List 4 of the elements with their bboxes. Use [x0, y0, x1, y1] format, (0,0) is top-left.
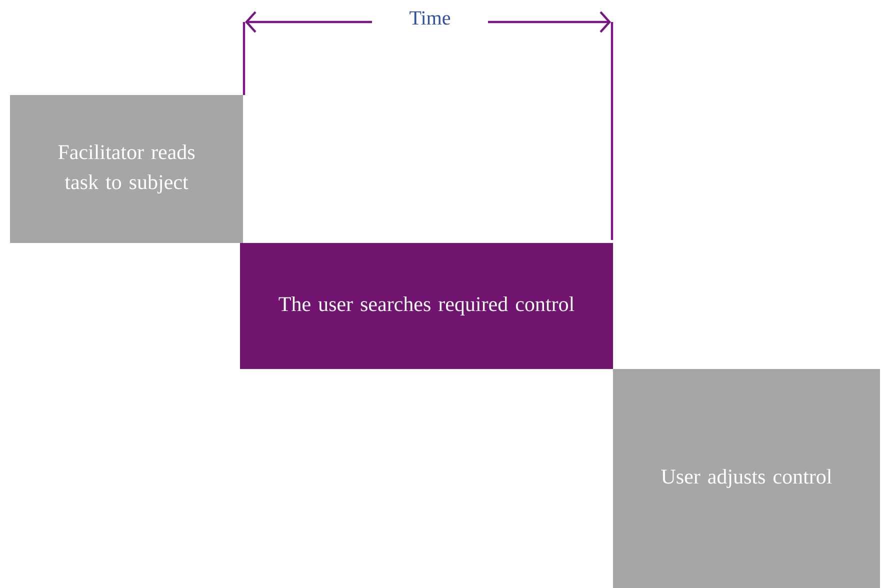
step-box: The user searches required control — [240, 243, 613, 369]
time-label: Time — [410, 11, 450, 25]
step-box: Facilitator reads task to subject — [10, 95, 243, 243]
step-box: User adjusts control — [613, 369, 880, 588]
